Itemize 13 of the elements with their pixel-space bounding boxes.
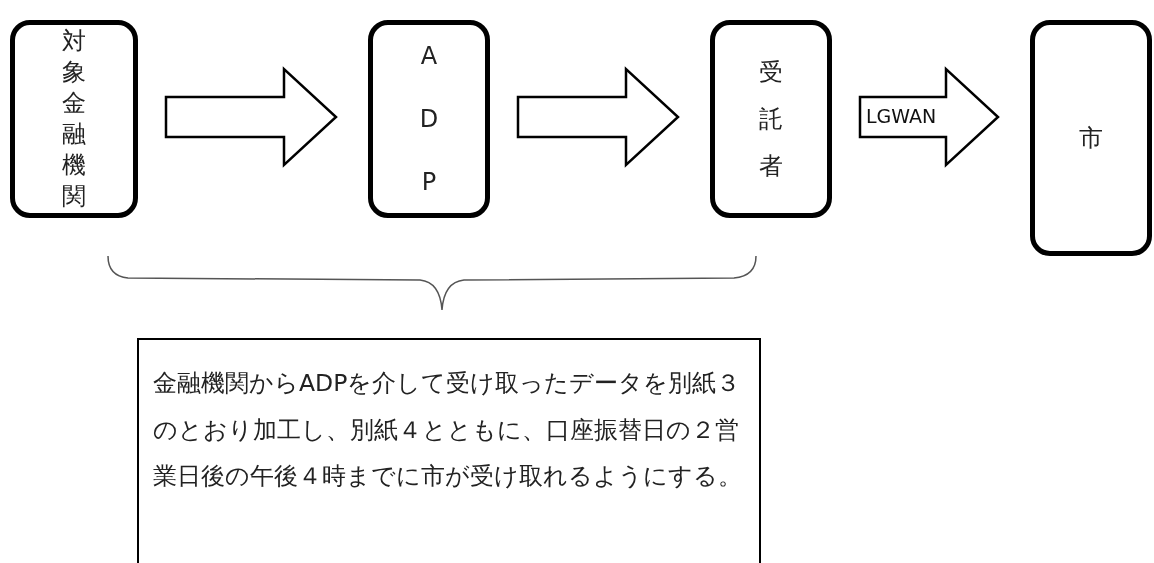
box-label: 対象金融機関 — [61, 26, 87, 212]
block-arrow — [516, 66, 680, 168]
process-box — [1030, 20, 1152, 256]
note-text: 金融機関からADPを介して受け取ったデータを別紙３のとおり加工し、別紙４とともに、口座振替日の２営業日後の午後４時までに市が受け取れるようにする。 — [153, 368, 743, 492]
note-box — [137, 338, 761, 563]
process-box — [710, 20, 832, 218]
edge-label: LGWAN — [866, 107, 937, 126]
process-box — [10, 20, 138, 218]
box-label: 市 — [1079, 123, 1103, 154]
box-label: ADP — [418, 40, 440, 198]
block-arrow — [164, 66, 338, 168]
box-label: 受託者 — [758, 56, 784, 182]
process-box — [368, 20, 490, 218]
